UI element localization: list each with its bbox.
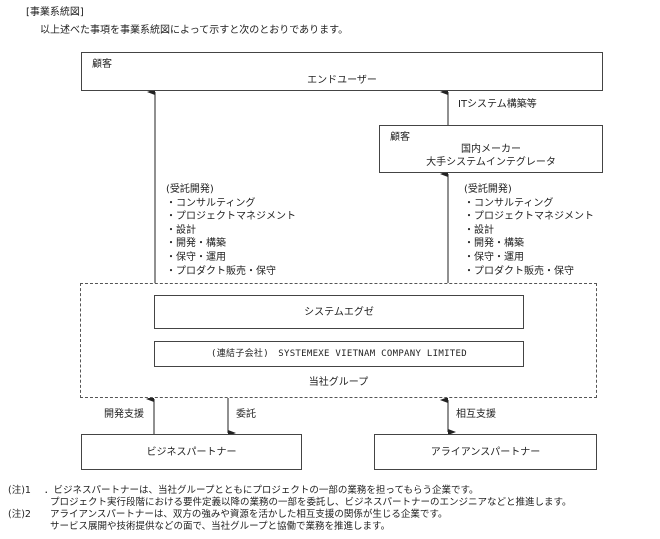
service-item: ・コンサルティング bbox=[166, 197, 256, 209]
service-item: ・プロジェクトマネジメント bbox=[166, 211, 296, 223]
customer-enduser-box: 顧客 エンドユーザー bbox=[81, 52, 603, 91]
note-1-line1: ．ビジネスパートナーは、当社グループとともにプロジェクトの一部の業務を担ってもら… bbox=[44, 485, 479, 496]
note-1-label: (注)1 bbox=[8, 485, 31, 496]
subsidiary-name: (連結子会社) SYSTEMEXE VIETNAM COMPANY LIMITE… bbox=[211, 349, 467, 359]
services-list-left: (受託開発) ・コンサルティング ・プロジェクトマネジメント ・設計 ・開発・構… bbox=[166, 183, 296, 278]
customer-label: 顧客 bbox=[92, 59, 112, 70]
note-2-label: (注)2 bbox=[8, 509, 31, 520]
service-item: ・プロジェクトマネジメント bbox=[464, 211, 594, 223]
note-2-line1: アライアンスパートナーは、双方の強みや資源を活かした相互支援の関係が生じる企業で… bbox=[50, 509, 448, 520]
arrow-label-dev-support: 開発支援 bbox=[104, 409, 144, 420]
maker-line2: 大手システムインテグレータ bbox=[426, 157, 556, 168]
service-item: ・開発・構築 bbox=[166, 238, 226, 250]
service-item: (受託開発) bbox=[464, 184, 512, 195]
customer-maker-box: 顧客 国内メーカー 大手システムインテグレータ bbox=[379, 125, 603, 173]
business-partner-name: ビジネスパートナー bbox=[146, 447, 237, 458]
note-2-line2: サービス展開や技術提供などの面で、当社グループと協働で業務を推進します。 bbox=[50, 521, 391, 532]
service-item: ・コンサルティング bbox=[464, 197, 554, 209]
company-name: システムエグゼ bbox=[304, 307, 374, 318]
service-item: ・保守・運用 bbox=[464, 251, 524, 263]
arrow-label-it: ITシステム構築等 bbox=[458, 99, 537, 110]
note-1-line2: プロジェクト実行段階における要件定義以降の業務の一部を委託し、ビジネスパートナー… bbox=[50, 497, 572, 508]
arrow-label-outsourcing: 委託 bbox=[236, 409, 256, 420]
services-list-right: (受託開発) ・コンサルティング ・プロジェクトマネジメント ・設計 ・開発・構… bbox=[464, 183, 594, 278]
company-box: システムエグゼ bbox=[154, 295, 524, 329]
alliance-partner-box: アライアンスパートナー bbox=[374, 434, 597, 470]
service-item: ・開発・構築 bbox=[464, 238, 524, 250]
alliance-partner-name: アライアンスパートナー bbox=[430, 447, 541, 458]
group-label: 当社グループ bbox=[308, 377, 369, 388]
group-dashed-box: システムエグゼ (連結子会社) SYSTEMEXE VIETNAM COMPAN… bbox=[80, 283, 597, 398]
subsidiary-box: (連結子会社) SYSTEMEXE VIETNAM COMPANY LIMITE… bbox=[154, 341, 524, 367]
service-item: ・保守・運用 bbox=[166, 251, 226, 263]
service-item: ・プロダクト販売・保守 bbox=[166, 265, 276, 277]
enduser-name: エンドユーザー bbox=[307, 75, 377, 86]
service-item: (受託開発) bbox=[166, 184, 214, 195]
maker-line1: 国内メーカー bbox=[461, 144, 521, 155]
service-item: ・プロダクト販売・保守 bbox=[464, 265, 574, 277]
intro-text: 以上述べた事項を事業系統図によって示すと次のとおりであります。 bbox=[40, 25, 349, 36]
service-item: ・設計 bbox=[166, 224, 196, 236]
arrow-label-mutual-support: 相互支援 bbox=[456, 409, 496, 420]
customer-label: 顧客 bbox=[390, 132, 410, 143]
diagram-heading: [事業系統図] bbox=[26, 7, 84, 18]
service-item: ・設計 bbox=[464, 224, 494, 236]
business-partner-box: ビジネスパートナー bbox=[81, 434, 302, 470]
